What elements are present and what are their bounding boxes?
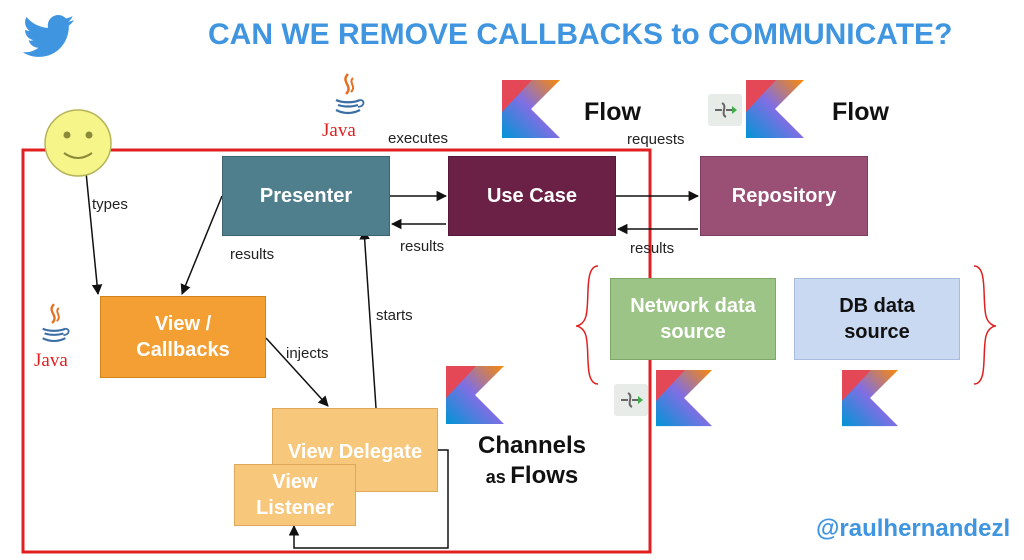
slide-title: CAN WE REMOVE CALLBACKS to COMMUNICATE? bbox=[208, 18, 953, 51]
edge-label-executes: executes bbox=[388, 130, 449, 147]
java-label-left: Java bbox=[34, 350, 68, 371]
as-word: as bbox=[485, 467, 506, 487]
edge-label-types: types bbox=[92, 196, 128, 213]
java-label-top: Java bbox=[322, 120, 356, 141]
kotlin-logo-icon-delegate bbox=[446, 366, 504, 424]
view-delegate-label: View Delegate bbox=[287, 441, 423, 463]
kotlin-logo-icon-db bbox=[842, 370, 899, 427]
flow-arrow-icon-repository bbox=[708, 94, 742, 126]
java-logo-icon-left bbox=[42, 303, 70, 343]
right-brace bbox=[973, 265, 997, 385]
network-data-source-node: Network data source bbox=[610, 278, 776, 360]
kotlin-logo-icon-repository bbox=[746, 80, 804, 138]
edge-label-results-presenter: results bbox=[230, 246, 275, 263]
edge-delegate-loop bbox=[288, 449, 449, 549]
edge-label-starts: starts bbox=[376, 307, 413, 324]
view-listener-node: View Listener bbox=[234, 464, 356, 526]
edge-starts bbox=[359, 228, 377, 409]
left-brace bbox=[575, 265, 599, 385]
channels-word: Channels bbox=[477, 432, 587, 459]
smiley-face-icon bbox=[44, 109, 112, 177]
flow-label-usecase: Flow bbox=[584, 98, 641, 126]
channels-as-flows-label: Channels as Flows bbox=[474, 432, 590, 490]
view-callbacks-node: View / Callbacks bbox=[100, 296, 266, 378]
flows-word: Flows bbox=[510, 462, 579, 489]
repository-node: Repository bbox=[700, 156, 868, 236]
edge-label-results-usecase: results bbox=[400, 238, 445, 255]
kotlin-logo-icon-network bbox=[656, 370, 713, 427]
flow-label-repository: Flow bbox=[832, 98, 889, 126]
edge-label-results-repository: results bbox=[630, 240, 675, 257]
twitter-handle: @raulhernandezl bbox=[816, 515, 1011, 542]
edge-injects bbox=[265, 337, 329, 407]
edge-label-requests: requests bbox=[627, 131, 685, 148]
db-data-source-node: DB data source bbox=[794, 278, 960, 360]
kotlin-logo-icon-usecase bbox=[502, 80, 560, 138]
use-case-node: Use Case bbox=[448, 156, 616, 236]
edge-types bbox=[85, 171, 103, 296]
edge-results-presenter bbox=[180, 195, 223, 295]
java-logo-icon bbox=[335, 73, 365, 115]
edge-label-injects: injects bbox=[286, 345, 329, 362]
twitter-bird-icon bbox=[22, 15, 74, 57]
presenter-node: Presenter bbox=[222, 156, 390, 236]
flow-arrow-icon-network bbox=[614, 384, 648, 416]
